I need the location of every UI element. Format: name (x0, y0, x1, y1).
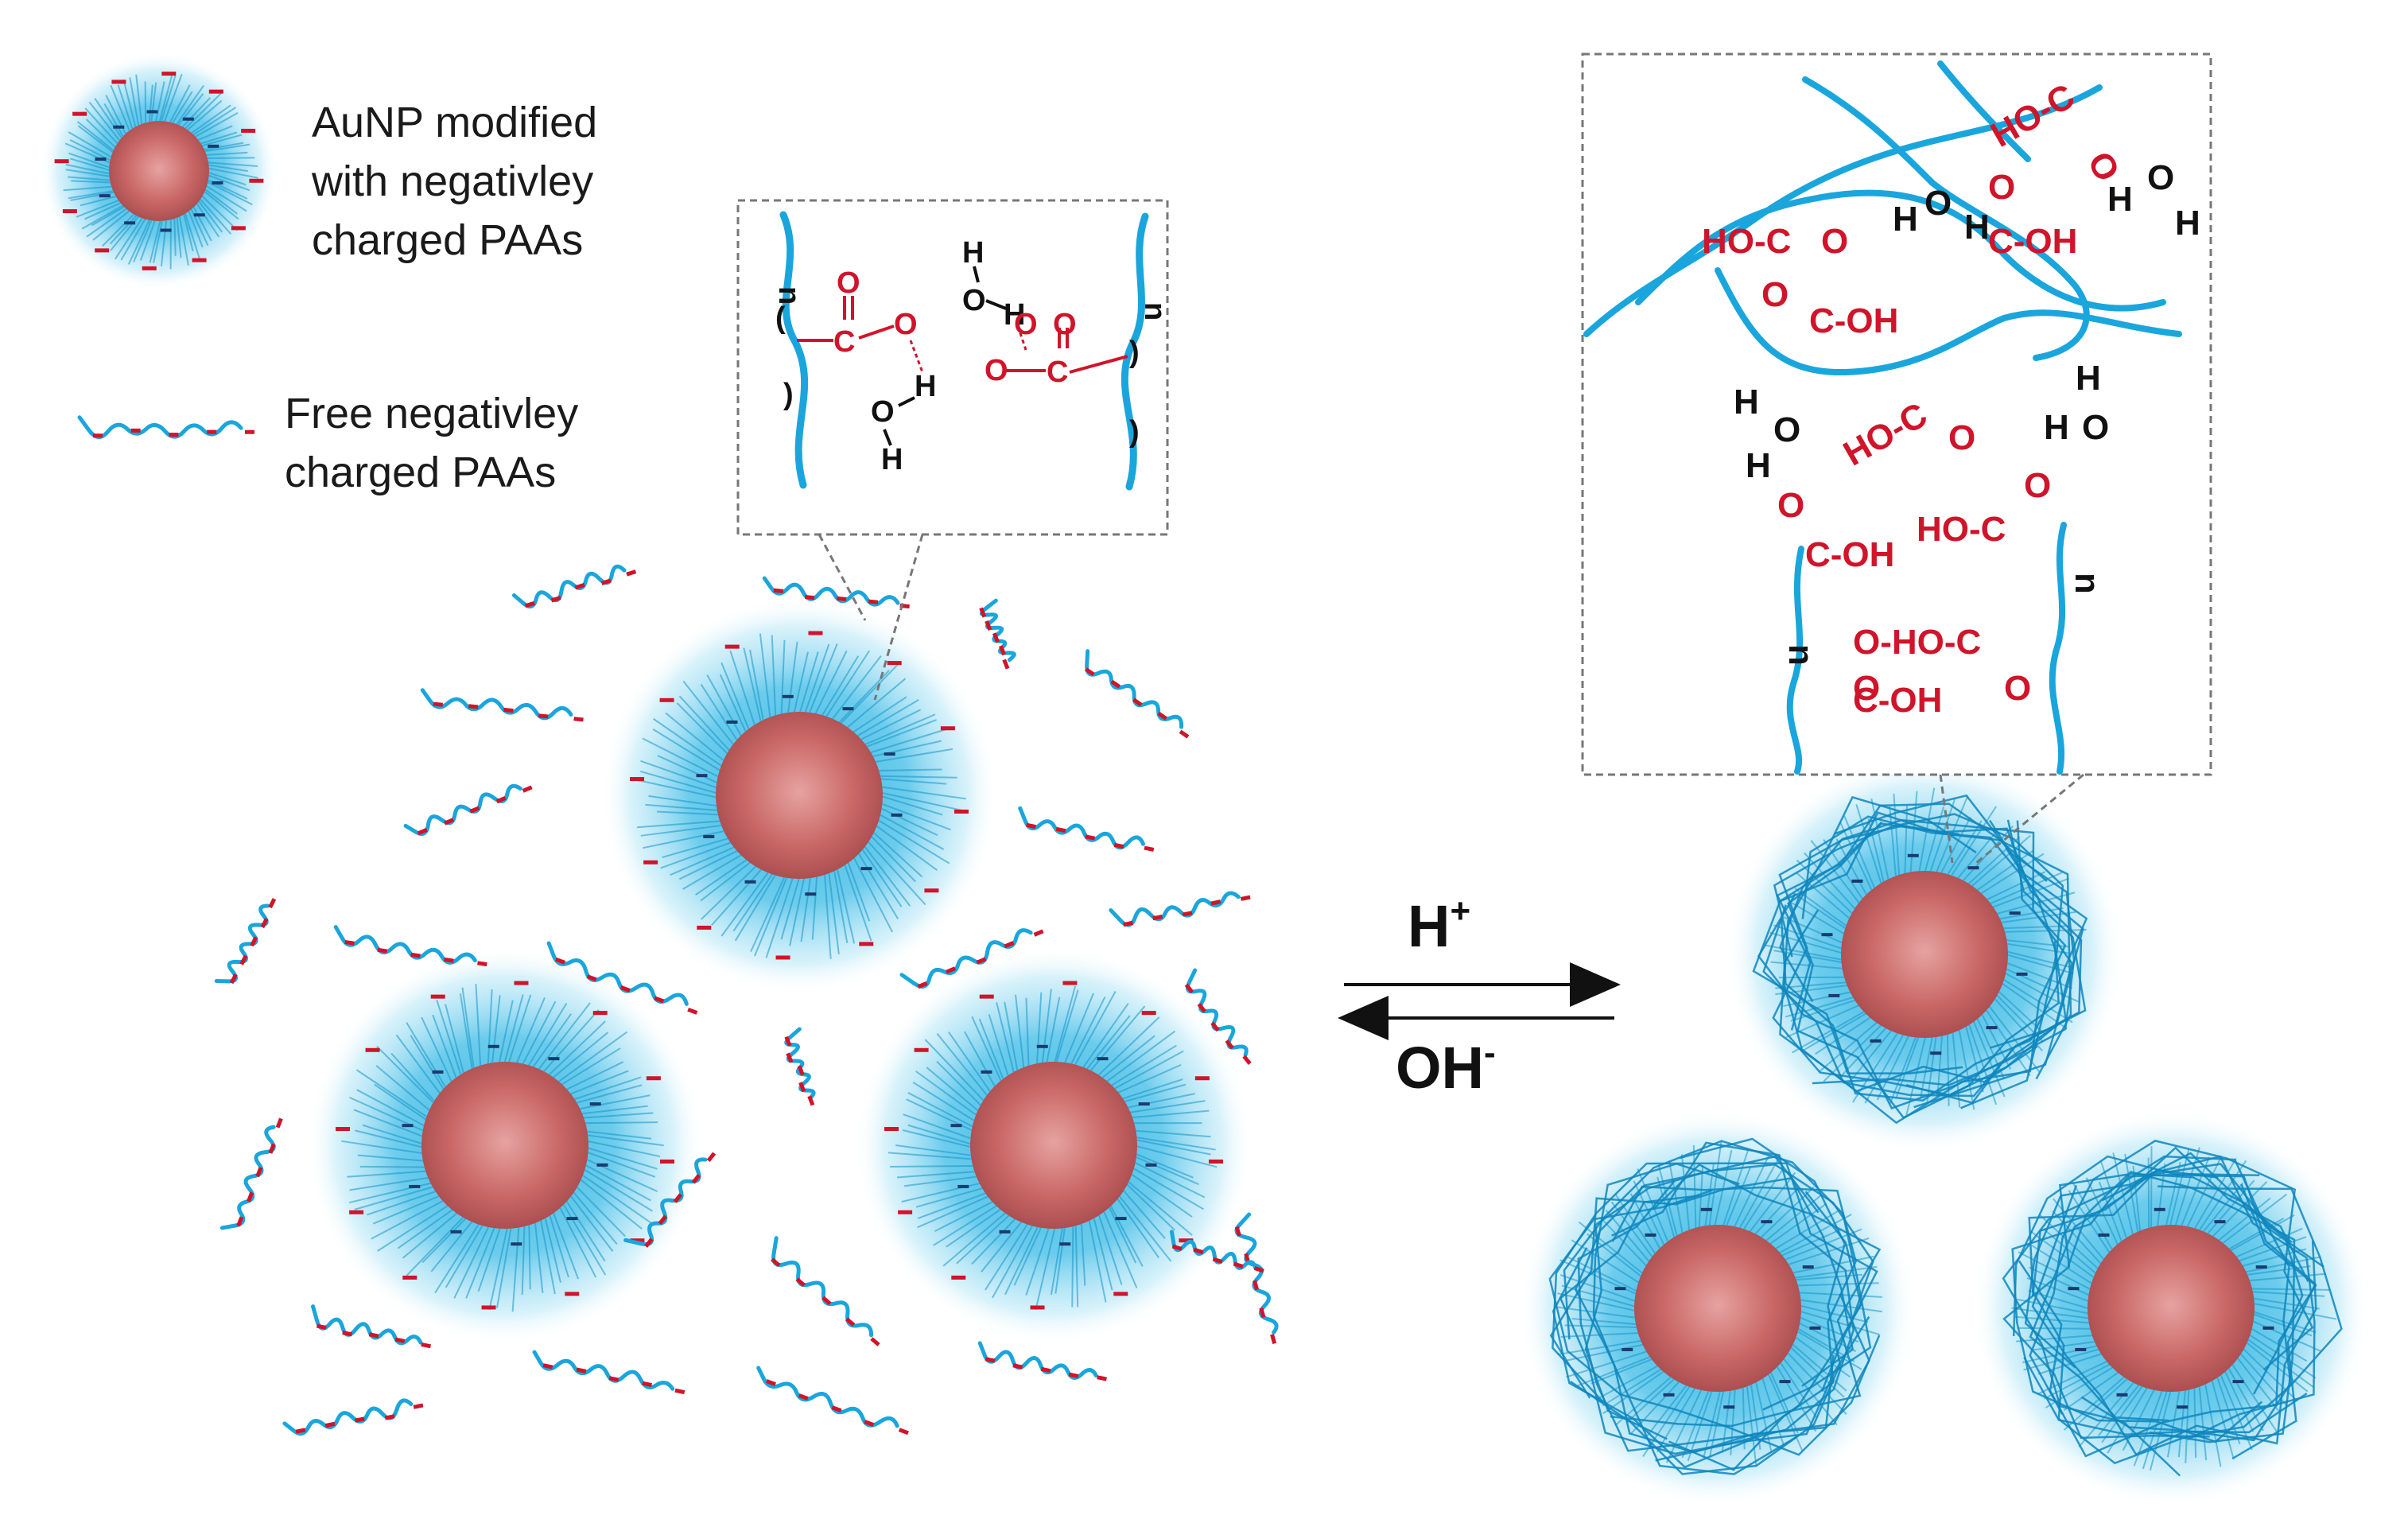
right-h-7: H (2044, 408, 2069, 447)
right-o-8: O (2004, 669, 2031, 708)
free-paa-chain (979, 598, 1016, 670)
right-zoom-callout: HO-C O HO-C O H O H O C-OH H O H O C-OH … (1581, 52, 2212, 865)
free-paa-chain (532, 1350, 686, 1395)
left-oxygen-4: O (985, 354, 1008, 387)
dispersed-state (214, 564, 1279, 1436)
free-paa-chain (420, 688, 584, 722)
legend-free-line1: Free negativley (285, 390, 578, 437)
right-o-black-2: O (2147, 158, 2174, 197)
free-paa-chain (403, 783, 533, 836)
left-h-2: H (881, 443, 903, 476)
left-zoom-callout: n n ( ) ) ) C O O H O H H O H O O C O (736, 199, 1171, 701)
left-carbon-1: C (833, 325, 855, 359)
right-o-black-3: O (1773, 410, 1800, 449)
left-o-black-1: O (871, 395, 895, 429)
legend-particle-icon (40, 52, 278, 290)
right-h-5: H (1734, 383, 1759, 422)
aggregated-state (1519, 756, 2370, 1507)
right-h-6: H (1746, 446, 1771, 485)
free-paa-chain (1109, 891, 1251, 927)
nanoparticle (40, 52, 278, 290)
right-h-1: H (1893, 200, 1918, 239)
free-paa-chain (214, 898, 277, 985)
left-paren-2: ) (783, 378, 794, 411)
free-paa-chain (77, 415, 254, 439)
right-h-3: H (2107, 180, 2133, 219)
left-oxygen-5: O (1053, 308, 1077, 341)
right-ho-c-2: HO-C (1702, 222, 1791, 261)
left-h-3: H (962, 236, 984, 270)
right-c-oh-3: C-OH (1805, 535, 1894, 574)
left-oxygen-1: O (837, 266, 860, 300)
free-paa-chain (282, 1398, 424, 1436)
right-o-4: O (1761, 275, 1789, 314)
legend-aunp-line1: AuNP modified (312, 99, 597, 146)
right-n-1: n (2068, 573, 2107, 594)
free-paa-chain (899, 928, 1044, 989)
legend-aunp-line3: charged PAAs (312, 216, 583, 264)
free-paa-chain (623, 1152, 717, 1248)
nanoparticle (1519, 1109, 1917, 1507)
legend-free-line2: charged PAAs (285, 449, 556, 496)
right-o-6: O (2024, 466, 2051, 505)
right-c-oh-2: C-OH (1809, 301, 1898, 340)
left-oxygen-3: O (1014, 308, 1038, 341)
free-paa-chain (1234, 1212, 1279, 1345)
right-h-4: H (2175, 204, 2200, 243)
right-o-black-1: O (1924, 184, 1952, 223)
free-paa-chain (1018, 806, 1155, 852)
left-h-1: H (915, 370, 936, 403)
free-paa-chain (333, 925, 487, 967)
free-paa-chain (771, 1236, 880, 1346)
nanoparticle (306, 946, 704, 1344)
nanoparticle (1726, 756, 2123, 1153)
legend-aunp-line2: with negativley (311, 157, 593, 205)
reverse-condition: OH- (1396, 1033, 1496, 1101)
left-carbon-2: C (1047, 356, 1068, 389)
left-h-4: H (1004, 298, 1025, 332)
right-ho-c-4: HO-C (1917, 510, 2006, 549)
free-paa-chain (546, 941, 698, 1015)
free-paa-chain (1184, 968, 1252, 1066)
left-n-1: n (772, 286, 806, 305)
right-h-2: H (1964, 208, 1990, 247)
legend-free-chain-icon (77, 415, 254, 439)
free-paa-chain (756, 1366, 909, 1436)
left-paren-3: ) (1129, 336, 1140, 369)
free-paa-chain (219, 1117, 283, 1230)
right-o-9: O (1853, 669, 1880, 708)
nanoparticle (1972, 1109, 2370, 1507)
left-paren-4: ) (1129, 415, 1140, 449)
free-paa-chain (977, 1341, 1107, 1381)
right-o-7: O (1777, 486, 1804, 525)
right-o-ho-c: O-HO-C (1853, 623, 1981, 662)
free-paa-chain (511, 564, 637, 609)
free-paa-chain (1084, 649, 1190, 739)
left-oxygen-2: O (894, 308, 918, 341)
free-paa-chain (1169, 1230, 1264, 1273)
legend: AuNP modified with negativley charged PA… (40, 52, 597, 496)
forward-condition: H+ (1408, 892, 1470, 959)
left-paren-1: ( (775, 301, 786, 335)
right-o-2: O (1821, 222, 1848, 261)
right-h-8: H (2076, 359, 2101, 398)
right-o-5: O (1948, 418, 1975, 457)
nanoparticle (855, 946, 1253, 1344)
right-n-2: n (1781, 644, 1820, 666)
right-o-3: O (1988, 168, 2015, 207)
right-c-oh-1: C-OH (1988, 222, 2077, 261)
left-o-black-2: O (962, 284, 986, 317)
right-o-black-4: O (2082, 408, 2109, 447)
free-paa-chain (311, 1304, 431, 1349)
left-n-2: n (1138, 302, 1171, 321)
nanoparticle (600, 596, 998, 994)
free-paa-chain (784, 1027, 816, 1106)
equilibrium-arrows: H+ OH- (1338, 892, 1621, 1101)
right-c-oh-long: C-OH (1853, 681, 1942, 720)
